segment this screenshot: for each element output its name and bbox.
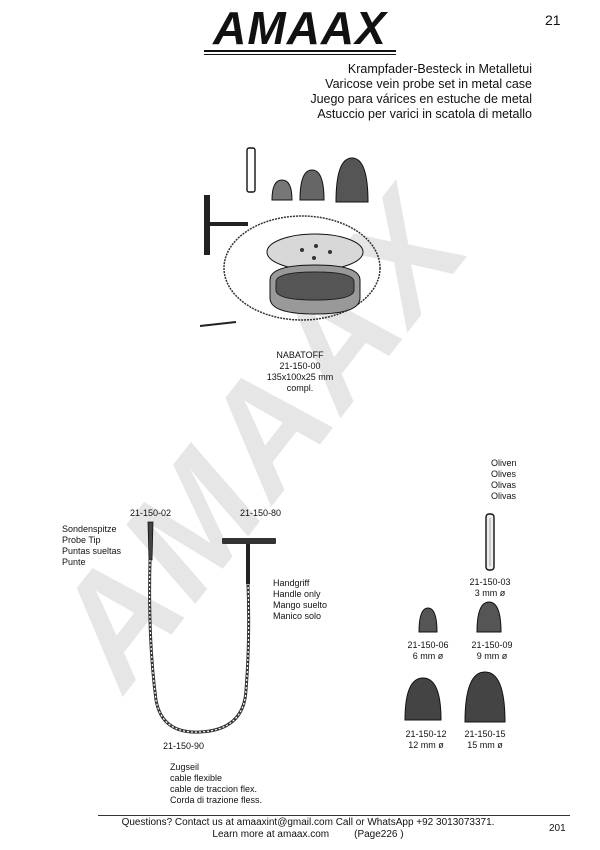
cable-label-it: Corda di trazione fless. xyxy=(170,795,263,805)
title-es: Juego para várices en estuche de metal xyxy=(310,92,532,106)
logo-text: AMAAX xyxy=(212,2,388,54)
cable-label-en: cable flexible xyxy=(170,773,223,783)
product-titles: Krampfader-Besteck in Metalletui Varicos… xyxy=(260,62,532,122)
title-it: Astuccio per varici in scatola di metall… xyxy=(317,107,532,121)
olive-3mm-size: 3 mm ø xyxy=(474,588,506,598)
cable-code: 21-150-90 xyxy=(163,741,205,751)
olive-6mm-illustration xyxy=(418,607,438,633)
cable-illustration xyxy=(147,521,276,734)
probe-tip-label-it: Punte xyxy=(62,557,86,567)
olives-label-it: Olivas xyxy=(491,491,517,501)
set-note: compl. xyxy=(286,383,314,393)
cable-labels: Zugseil cable flexible cable de traccion… xyxy=(170,762,262,806)
olive-12mm-illustration xyxy=(404,677,442,721)
olive-15mm-illustration xyxy=(464,671,506,723)
olive-12mm-code: 21-150-12 xyxy=(405,729,447,739)
cable-label-es: cable de traccion flex. xyxy=(170,784,258,794)
olives-label-en: Olives xyxy=(491,469,517,479)
footer-page-ref: (Page226 ) xyxy=(354,829,404,840)
title-en: Varicose vein probe set in metal case xyxy=(325,77,532,91)
olive-3mm-illustration xyxy=(485,513,495,571)
handle-label-it: Manico solo xyxy=(273,611,322,621)
footer: Questions? Contact us at amaaxint@gmail.… xyxy=(98,817,518,841)
footer-learn-more: Learn more at amaax.com (Page226 ) xyxy=(98,829,518,841)
footer-page-number: 201 xyxy=(549,823,566,834)
footer-divider xyxy=(98,815,570,816)
probe-tip-label-es: Puntas sueltas xyxy=(62,546,122,556)
set-name: NABATOFF xyxy=(276,350,324,360)
handle-label-de: Handgriff xyxy=(273,578,310,588)
page-number: 21 xyxy=(545,12,561,28)
olives-label-es: Olivas xyxy=(491,480,517,490)
footer-contact: Questions? Contact us at amaaxint@gmail.… xyxy=(121,817,495,828)
cable-label-de: Zugseil xyxy=(170,762,200,772)
set-dims: 135x100x25 mm xyxy=(266,372,334,382)
olive-15mm-size: 15 mm ø xyxy=(467,740,503,750)
olive-9mm-size: 9 mm ø xyxy=(476,651,508,661)
main-set-caption: NABATOFF 21-150-00 135x100x25 mm compl. xyxy=(255,350,345,394)
olive-3mm-caption: 21-150-03 3 mm ø xyxy=(460,577,520,599)
olive-12mm-caption: 21-150-12 12 mm ø xyxy=(396,729,456,751)
handle-label-en: Handle only xyxy=(273,589,321,599)
set-illustration xyxy=(199,147,381,327)
handle-label-es: Mango suelto xyxy=(273,600,328,610)
olive-6mm-code: 21-150-06 xyxy=(407,640,449,650)
olive-15mm-code: 21-150-15 xyxy=(464,729,506,739)
olive-9mm-code: 21-150-09 xyxy=(471,640,513,650)
olives-label-de: Oliven xyxy=(491,458,517,468)
probe-tip-labels: Sondenspitze Probe Tip Puntas sueltas Pu… xyxy=(62,524,121,568)
olive-9mm-illustration xyxy=(476,601,502,633)
handle-code: 21-150-80 xyxy=(240,508,282,518)
brand-logo: AMAAX xyxy=(204,2,396,55)
handle-labels: Handgriff Handle only Mango suelto Manic… xyxy=(273,578,327,622)
set-code: 21-150-00 xyxy=(279,361,321,371)
olive-9mm-caption: 21-150-09 9 mm ø xyxy=(462,640,522,662)
olive-12mm-size: 12 mm ø xyxy=(408,740,444,750)
olive-6mm-size: 6 mm ø xyxy=(412,651,444,661)
title-de: Krampfader-Besteck in Metalletui xyxy=(347,62,532,76)
probe-tip-code: 21-150-02 xyxy=(130,508,172,518)
olive-15mm-caption: 21-150-15 15 mm ø xyxy=(455,729,515,751)
olive-6mm-caption: 21-150-06 6 mm ø xyxy=(398,640,458,662)
olive-3mm-code: 21-150-03 xyxy=(469,577,511,587)
probe-tip-label-en: Probe Tip xyxy=(62,535,101,545)
probe-tip-label-de: Sondenspitze xyxy=(62,524,117,534)
footer-site-link[interactable]: Learn more at amaax.com xyxy=(212,829,330,840)
olives-heading: Oliven Olives Olivas Olivas xyxy=(491,458,517,502)
